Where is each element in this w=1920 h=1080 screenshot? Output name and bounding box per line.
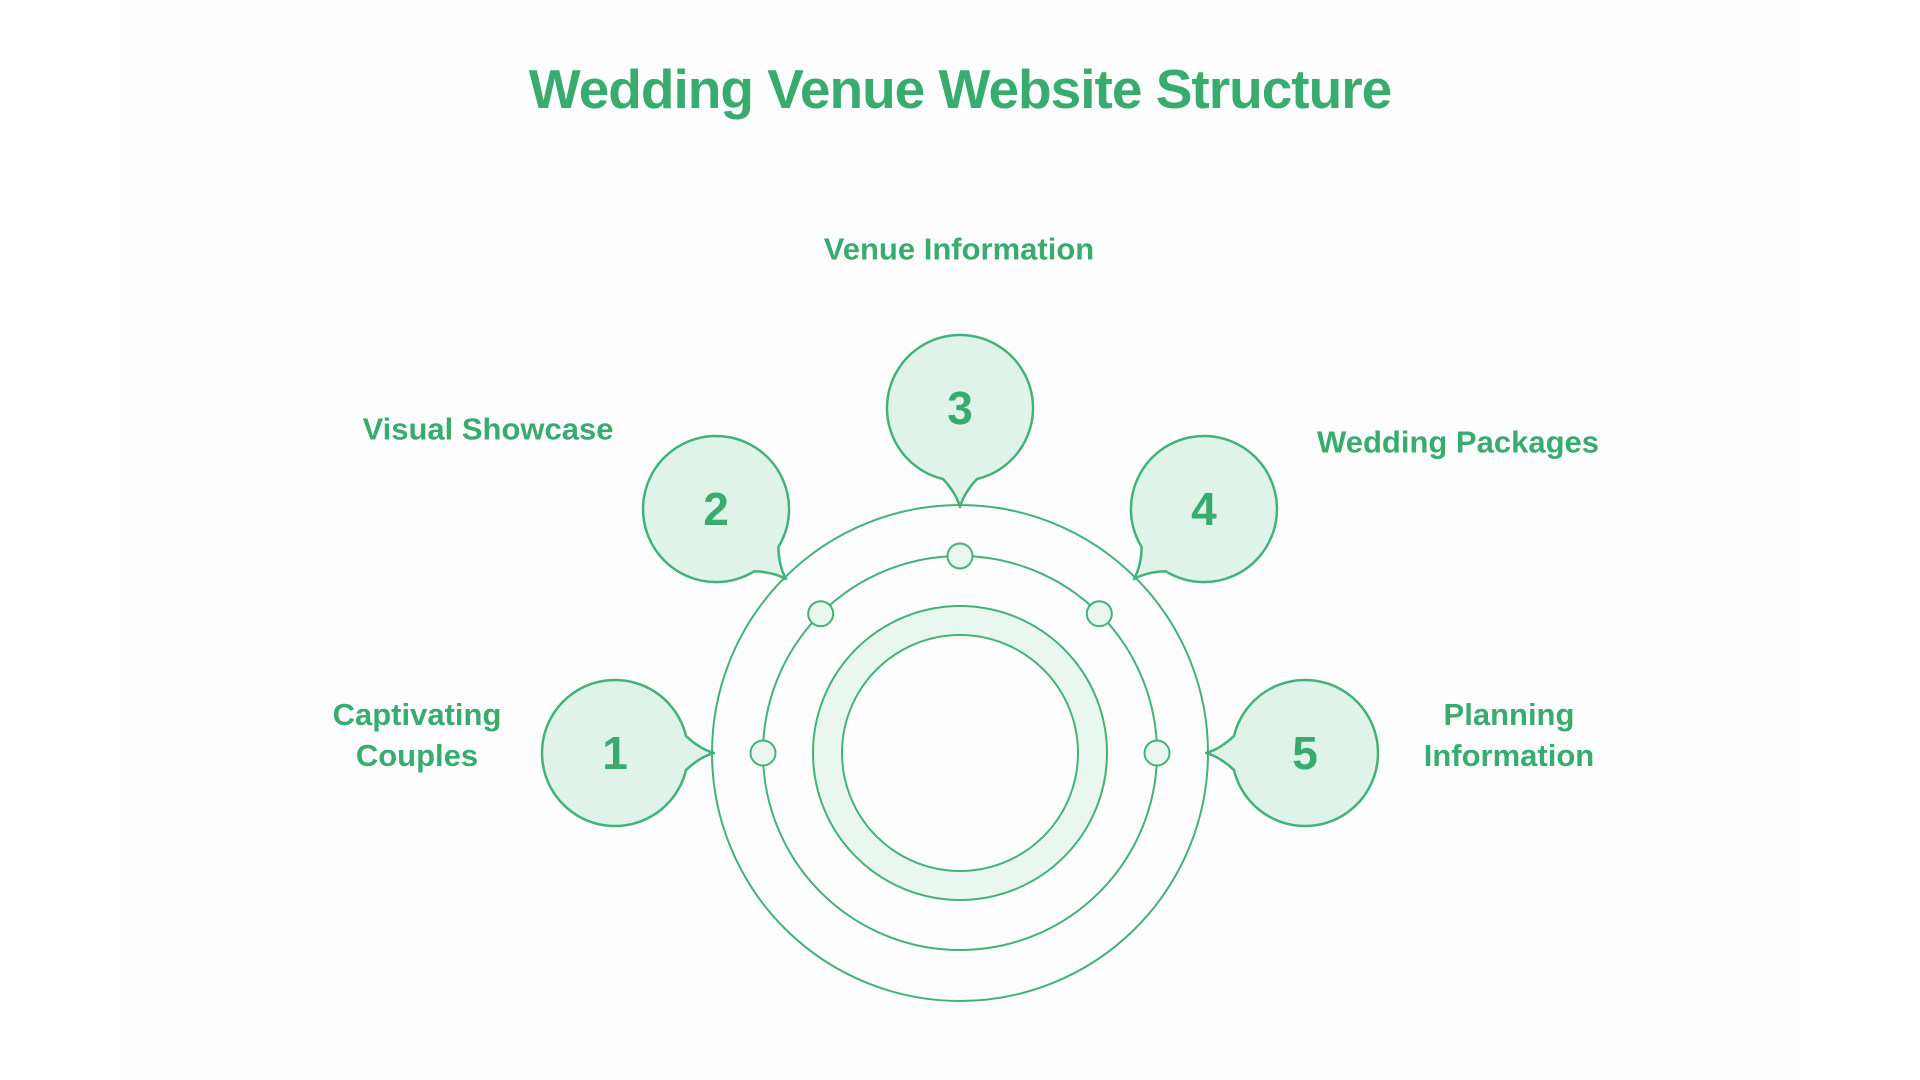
orbit-dot-4 — [1085, 600, 1113, 628]
page-title: Wedding Venue Website Structure — [528, 58, 1392, 120]
bubble-2-number: 2 — [703, 483, 729, 535]
bubble-4-number: 4 — [1191, 483, 1217, 535]
node-label-2: Visual Showcase — [362, 411, 614, 447]
orbit-dot-3 — [946, 542, 974, 570]
ring-inner-circle — [841, 634, 1079, 872]
node-label-3: Venue Information — [823, 231, 1095, 267]
bubble-1-number: 1 — [602, 727, 628, 779]
orbit-dot-5 — [1143, 739, 1171, 767]
bubble-3-number: 3 — [947, 382, 973, 434]
bubble-1 — [540, 678, 716, 828]
bubble-5-number: 5 — [1292, 727, 1318, 779]
bubble-3 — [885, 333, 1035, 509]
node-label-5: Planning Information — [1423, 697, 1595, 773]
orbit-dot-1 — [749, 739, 777, 767]
orbit-dot-2 — [807, 600, 835, 628]
bubble-5 — [1204, 678, 1380, 828]
bubble-2 — [641, 434, 791, 584]
bubble-4 — [1129, 434, 1279, 584]
node-label-4: Wedding Packages — [1317, 424, 1599, 460]
node-label-1: Captivating Couples — [332, 697, 502, 773]
